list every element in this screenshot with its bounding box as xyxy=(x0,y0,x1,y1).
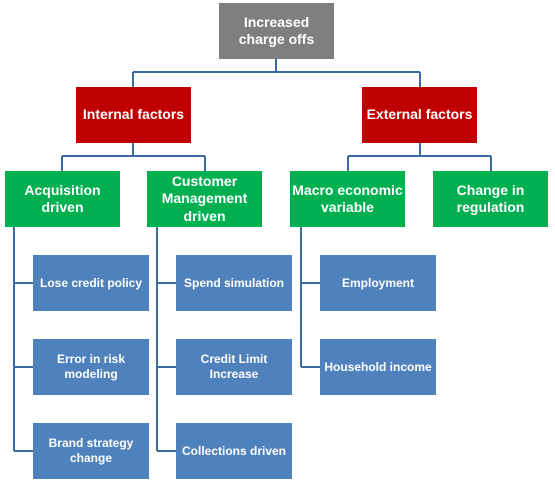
change-in-regulation-node: Change in regulation xyxy=(433,171,548,227)
credit-limit-increase-node: Credit Limit Increase xyxy=(176,339,292,395)
customer-management-driven-node: Customer Management driven xyxy=(147,171,262,227)
acquisition-driven-node: Acquisition driven xyxy=(5,171,120,227)
brand-strategy-change-node: Brand strategy change xyxy=(33,423,149,479)
spend-simulation-node: Spend simulation xyxy=(176,255,292,311)
macro-economic-variable-node: Macro economic variable xyxy=(290,171,405,227)
external-factors-node: External factors xyxy=(362,87,477,143)
error-in-risk-modeling-node: Error in risk modeling xyxy=(33,339,149,395)
root-node: Increased charge offs xyxy=(219,3,334,59)
internal-factors-node: Internal factors xyxy=(76,87,191,143)
employment-node: Employment xyxy=(320,255,436,311)
lose-credit-policy-node: Lose credit policy xyxy=(33,255,149,311)
collections-driven-node: Collections driven xyxy=(176,423,292,479)
household-income-node: Household income xyxy=(320,339,436,395)
